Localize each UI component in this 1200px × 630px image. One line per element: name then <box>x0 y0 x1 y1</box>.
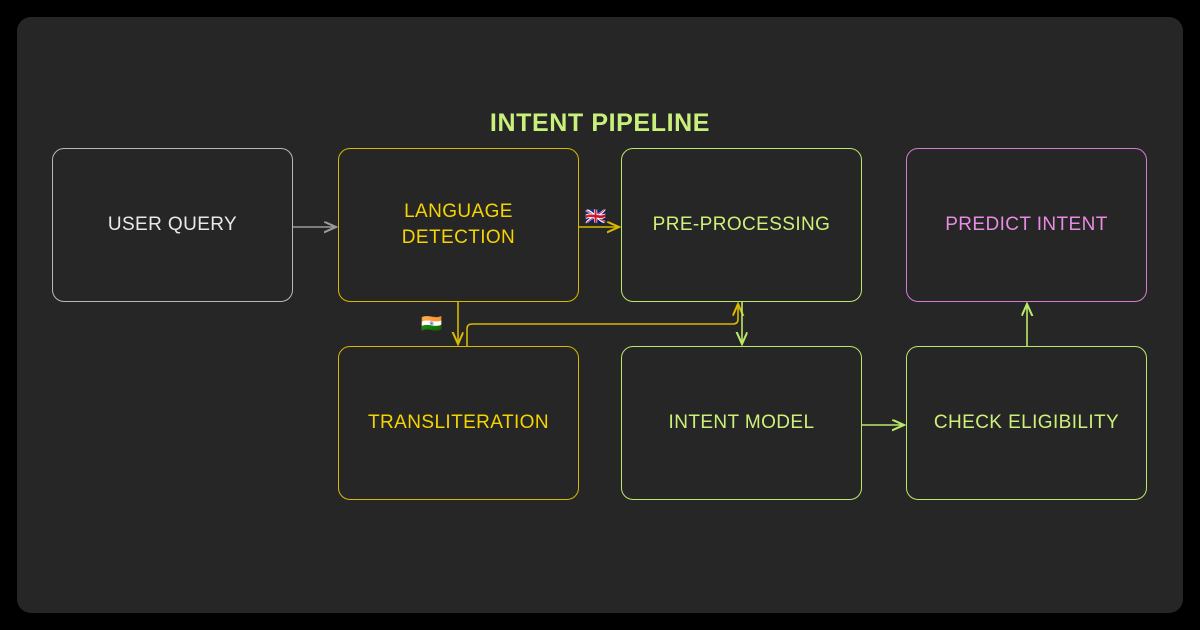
node-check-eligibility[interactable]: CHECK ELIGIBILITY <box>906 346 1147 500</box>
india-flag-icon: 🇮🇳 <box>421 314 443 334</box>
node-preprocessing-label: PRE-PROCESSING <box>652 214 831 236</box>
node-user-query-label: USER QUERY <box>107 214 238 236</box>
english-flag-icon: 🇬🇧 <box>585 207 607 227</box>
node-predict-intent[interactable]: PREDICT INTENT <box>906 148 1147 302</box>
node-check-eligibility-label: CHECK ELIGIBILITY <box>933 412 1120 434</box>
node-transliteration[interactable]: TRANSLITERATION <box>338 346 579 500</box>
node-preprocessing[interactable]: PRE-PROCESSING <box>621 148 862 302</box>
node-language-detection[interactable]: LANGUAGE DETECTION <box>338 148 579 302</box>
edge-layer <box>293 17 1183 613</box>
node-intent-model-label: INTENT MODEL <box>668 412 815 434</box>
node-user-query[interactable]: USER QUERY <box>52 148 293 302</box>
node-transliteration-label: TRANSLITERATION <box>368 412 549 434</box>
node-predict-intent-label: PREDICT INTENT <box>945 214 1108 236</box>
node-language-detection-label-line2: DETECTION <box>401 227 516 248</box>
diagram-panel: INTENT PIPELINE <box>17 17 1183 613</box>
node-language-detection-label-line1: LANGUAGE <box>404 201 513 223</box>
node-intent-model[interactable]: INTENT MODEL <box>621 346 862 500</box>
page-title: INTENT PIPELINE <box>489 109 711 137</box>
edge-transliteration-to-preprocessing <box>466 304 738 346</box>
node-language-detection-label: LANGUAGE DETECTION <box>402 199 515 250</box>
